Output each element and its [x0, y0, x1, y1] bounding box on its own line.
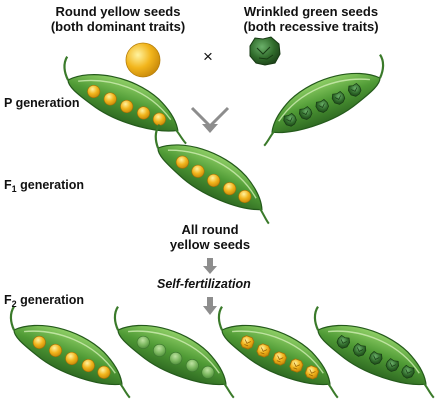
f2-suffix: generation	[16, 293, 85, 307]
f1-prefix: F	[4, 178, 12, 192]
f2-prefix: F	[4, 293, 12, 307]
wrinkled-green-seed-icon	[249, 36, 281, 66]
f1-result-line2: yellow seeds	[169, 237, 251, 252]
f2-pod-wrinkled-yellow	[204, 305, 355, 399]
recessive-parent-label: Wrinkled green seeds (both recessive tra…	[226, 4, 396, 34]
merge-arrow	[190, 106, 230, 133]
p-generation-label: P generation	[4, 96, 80, 110]
recessive-label-line1: Wrinkled green seeds	[243, 4, 379, 19]
down-arrow-1	[203, 258, 217, 274]
cross-symbol: ×	[203, 47, 213, 66]
p-green-pod	[247, 53, 398, 147]
f1-result-label: All round yellow seeds	[150, 222, 270, 252]
f2-subscript: 2	[11, 299, 17, 309]
round-yellow-seed-icon	[125, 42, 161, 78]
recessive-label-line2: (both recessive traits)	[243, 19, 379, 34]
f2-pod-round-green	[100, 305, 251, 399]
dominant-parent-label: Round yellow seeds (both dominant traits…	[36, 4, 200, 34]
f2-pod-round-yellow	[0, 305, 147, 399]
self-fertilization-label: Self-fertilization	[157, 277, 251, 291]
f1-generation-label: F1 generation	[4, 178, 85, 194]
f1-yellow-pod	[139, 123, 289, 225]
f2-generation-label: F2 generation	[4, 293, 85, 309]
dominant-label-line2: (both dominant traits)	[50, 19, 186, 34]
dominant-label-line1: Round yellow seeds	[55, 4, 181, 19]
f1-result-line1: All round	[181, 222, 239, 237]
f1-suffix: generation	[16, 178, 85, 192]
f1-subscript: 1	[11, 184, 17, 194]
down-arrow-2	[203, 297, 217, 315]
